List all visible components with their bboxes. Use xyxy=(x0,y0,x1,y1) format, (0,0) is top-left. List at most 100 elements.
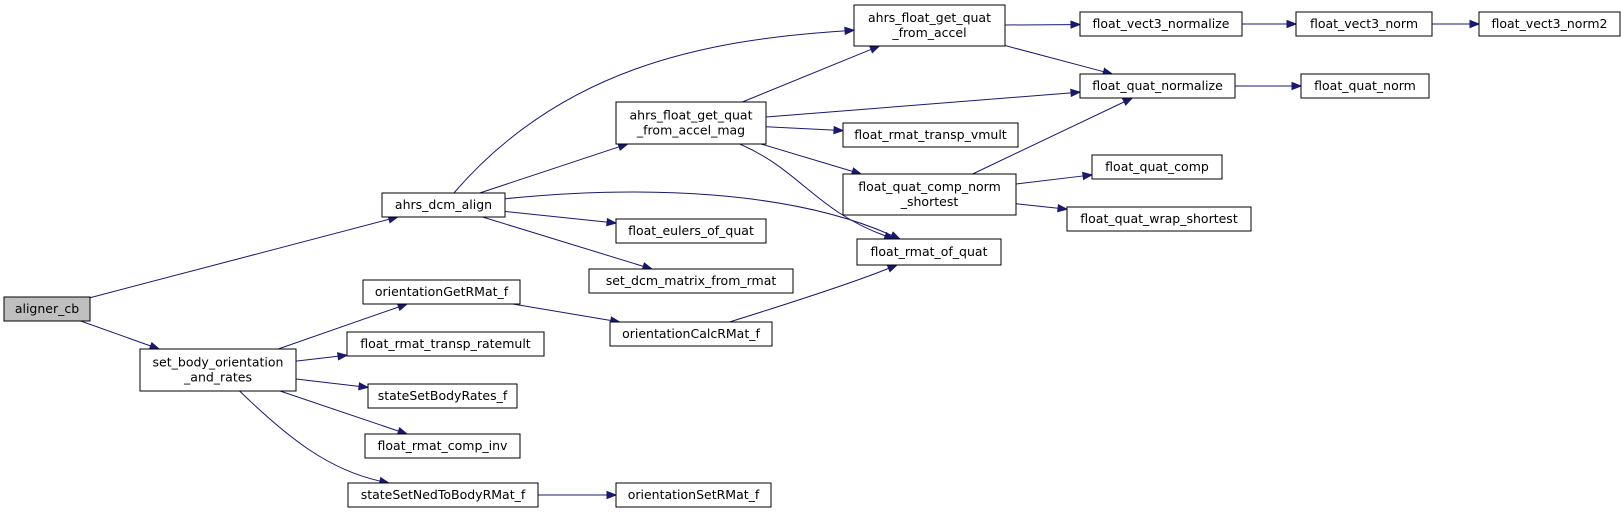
node-float_eulers_of_quat[interactable]: float_eulers_of_quat xyxy=(615,218,767,244)
node-float_quat_comp_norm_shortest[interactable]: float_quat_comp_norm_shortest xyxy=(842,173,1017,216)
node-box[interactable] xyxy=(842,122,1019,148)
node-float_quat_norm[interactable]: float_quat_norm xyxy=(1300,73,1430,99)
node-label: stateSetBodyRates_f xyxy=(378,388,508,403)
node-box[interactable] xyxy=(1079,11,1243,37)
edge-ahrs_float_get_quat_from_accel_mag-to-float_quat_comp_norm_shortest xyxy=(760,143,863,176)
node-label: _from_accel_mag xyxy=(636,123,745,138)
node-label: set_body_orientation xyxy=(153,355,284,370)
node-box[interactable] xyxy=(615,101,767,145)
node-set_body_orientation_and_rates[interactable]: set_body_orientation_and_rates xyxy=(139,348,297,392)
edge-float_vect3_normalize-to-float_vect3_norm xyxy=(1242,19,1298,29)
node-box[interactable] xyxy=(362,279,521,305)
edge-stateSetNedToBodyRMat_f-to-orientationSetRMat_f xyxy=(538,490,618,500)
node-label: float_rmat_comp_inv xyxy=(378,438,509,453)
node-label: float_quat_norm xyxy=(1314,78,1416,93)
node-box[interactable] xyxy=(346,331,545,357)
edge-ahrs_float_get_quat_from_accel_mag-to-float_quat_normalize xyxy=(765,88,1082,118)
node-label: stateSetNedToBodyRMat_f xyxy=(361,487,526,502)
node-label: float_quat_comp_norm xyxy=(858,179,1001,194)
edge-ahrs_float_get_quat_from_accel_mag-to-ahrs_float_get_quat_from_accel xyxy=(742,45,881,103)
node-box[interactable] xyxy=(1066,206,1252,232)
node-box[interactable] xyxy=(367,383,518,409)
node-label: float_vect3_normalize xyxy=(1093,16,1230,31)
node-label: _and_rates xyxy=(183,370,252,385)
node-box[interactable] xyxy=(1300,73,1430,99)
node-box[interactable] xyxy=(609,321,773,347)
node-label: _from_accel xyxy=(891,25,966,40)
node-box[interactable] xyxy=(615,218,767,244)
node-label: ahrs_float_get_quat xyxy=(629,108,752,123)
node-float_rmat_of_quat[interactable]: float_rmat_of_quat xyxy=(856,238,1002,266)
node-label: orientationCalcRMat_f xyxy=(622,326,760,341)
edge-ahrs_float_get_quat_from_accel-to-float_vect3_normalize xyxy=(1004,20,1082,29)
node-box[interactable] xyxy=(3,296,91,322)
node-box[interactable] xyxy=(347,482,539,508)
node-orientationGetRMat_f[interactable]: orientationGetRMat_f xyxy=(362,279,521,305)
edge-ahrs_float_get_quat_from_accel_mag-to-float_rmat_of_quat xyxy=(739,143,896,240)
node-label: float_quat_normalize xyxy=(1092,78,1223,93)
node-label: float_vect3_norm2 xyxy=(1491,16,1607,31)
edge-aligner_cb-to-ahrs_dcm_align xyxy=(89,215,400,299)
node-stateSetBodyRates_f[interactable]: stateSetBodyRates_f xyxy=(367,383,518,409)
node-label: float_eulers_of_quat xyxy=(628,223,754,238)
node-label: float_rmat_of_quat xyxy=(871,244,988,259)
call-edges xyxy=(80,19,1481,500)
node-set_dcm_matrix_from_rmat[interactable]: set_dcm_matrix_from_rmat xyxy=(588,268,794,294)
node-label: _shortest xyxy=(900,194,959,209)
node-label: float_quat_comp xyxy=(1105,159,1209,174)
node-box[interactable] xyxy=(856,238,1002,266)
node-label: ahrs_dcm_align xyxy=(395,197,492,212)
node-label: float_vect3_norm xyxy=(1310,16,1418,31)
node-float_vect3_norm2[interactable]: float_vect3_norm2 xyxy=(1478,11,1621,37)
edge-aligner_cb-to-set_body_orientation_and_rates xyxy=(80,320,161,350)
edge-orientationCalcRMat_f-to-float_rmat_of_quat xyxy=(729,264,899,323)
node-float_rmat_transp_vmult[interactable]: float_rmat_transp_vmult xyxy=(842,122,1019,148)
node-label: float_rmat_transp_ratemult xyxy=(360,336,531,351)
edge-ahrs_dcm_align-to-ahrs_float_get_quat_from_accel xyxy=(453,26,856,194)
edge-float_quat_comp_norm_shortest-to-float_quat_comp xyxy=(1015,171,1094,185)
node-box[interactable] xyxy=(842,173,1017,216)
node-box[interactable] xyxy=(1295,11,1433,37)
edge-ahrs_dcm_align-to-float_eulers_of_quat xyxy=(504,210,618,227)
edge-float_vect3_norm-to-float_vect3_norm2 xyxy=(1432,19,1481,29)
node-label: aligner_cb xyxy=(15,301,79,316)
node-float_rmat_transp_ratemult[interactable]: float_rmat_transp_ratemult xyxy=(346,331,545,357)
node-stateSetNedToBodyRMat_f[interactable]: stateSetNedToBodyRMat_f xyxy=(347,482,539,508)
edge-float_quat_comp_norm_shortest-to-float_quat_wrap_shortest xyxy=(1015,203,1069,213)
edge-orientationGetRMat_f-to-orientationCalcRMat_f xyxy=(512,303,622,325)
node-label: float_quat_wrap_shortest xyxy=(1080,211,1238,226)
node-box[interactable] xyxy=(139,348,297,392)
node-float_rmat_comp_inv[interactable]: float_rmat_comp_inv xyxy=(364,433,521,459)
edge-ahrs_dcm_align-to-ahrs_float_get_quat_from_accel_mag xyxy=(479,142,629,194)
node-float_vect3_norm[interactable]: float_vect3_norm xyxy=(1295,11,1433,37)
node-float_quat_wrap_shortest[interactable]: float_quat_wrap_shortest xyxy=(1066,206,1252,232)
edge-set_body_orientation_and_rates-to-stateSetBodyRates_f xyxy=(295,378,370,391)
function-nodes: aligner_cb ahrs_dcm_align set_body_orienta… xyxy=(3,4,1621,508)
node-box[interactable] xyxy=(615,482,772,508)
node-box[interactable] xyxy=(1091,154,1223,180)
node-ahrs_dcm_align[interactable]: ahrs_dcm_align xyxy=(381,192,506,218)
node-box[interactable] xyxy=(364,433,521,459)
node-box[interactable] xyxy=(381,192,506,218)
node-float_quat_normalize[interactable]: float_quat_normalize xyxy=(1079,73,1236,99)
node-ahrs_float_get_quat_from_accel[interactable]: ahrs_float_get_quat_from_accel xyxy=(853,4,1006,47)
node-label: orientationGetRMat_f xyxy=(375,284,509,299)
node-box[interactable] xyxy=(1079,73,1236,99)
node-float_vect3_normalize[interactable]: float_vect3_normalize xyxy=(1079,11,1243,37)
node-label: set_dcm_matrix_from_rmat xyxy=(606,273,777,288)
edge-ahrs_float_get_quat_from_accel_mag-to-float_rmat_transp_vmult xyxy=(765,125,845,135)
node-float_quat_comp[interactable]: float_quat_comp xyxy=(1091,154,1223,180)
node-aligner_cb[interactable]: aligner_cb xyxy=(3,296,91,322)
node-box[interactable] xyxy=(588,268,794,294)
node-label: ahrs_float_get_quat xyxy=(868,10,991,25)
node-box[interactable] xyxy=(853,4,1006,47)
node-box[interactable] xyxy=(1478,11,1621,37)
edge-ahrs_float_get_quat_from_accel-to-float_quat_normalize xyxy=(1004,45,1114,76)
node-ahrs_float_get_quat_from_accel_mag[interactable]: ahrs_float_get_quat_from_accel_mag xyxy=(615,101,767,145)
node-label: orientationSetRMat_f xyxy=(628,487,760,502)
edge-set_body_orientation_and_rates-to-float_rmat_transp_ratemult xyxy=(295,352,349,362)
node-orientationSetRMat_f[interactable]: orientationSetRMat_f xyxy=(615,482,772,508)
node-label: float_rmat_transp_vmult xyxy=(854,127,1007,142)
node-orientationCalcRMat_f[interactable]: orientationCalcRMat_f xyxy=(609,321,773,347)
